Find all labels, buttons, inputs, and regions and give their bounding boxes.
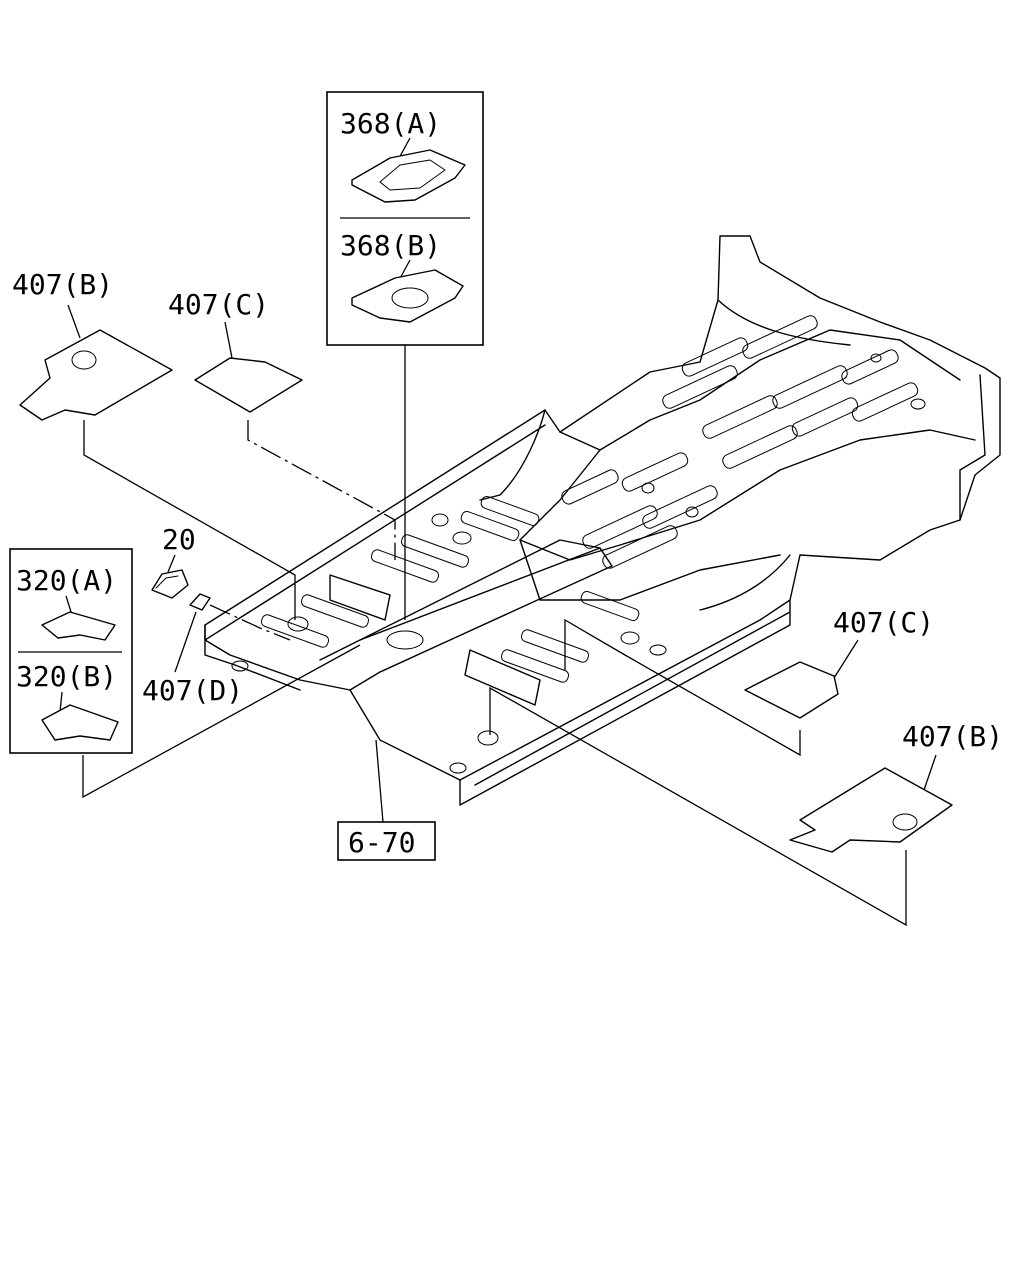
- part-group-20-407d: 20 407(D): [142, 523, 291, 707]
- part-407b-left-pad: [19, 329, 173, 421]
- ref-box: [337, 821, 436, 861]
- part-368a-pad: [351, 149, 466, 203]
- part-407c-left-pad: [194, 357, 303, 413]
- inset-box-368: 368(A) 368(B): [326, 91, 484, 620]
- part-320a-pad: [41, 611, 116, 641]
- ref-6-70-label: 6-70: [348, 826, 415, 859]
- label-368a: 368(A): [340, 107, 441, 140]
- label-368b: 368(B): [340, 229, 441, 262]
- part-group-407b-left: 407(B): [12, 268, 296, 620]
- label-407b-right: 407(B): [902, 720, 1003, 753]
- part-407b-right-pad: [789, 767, 953, 853]
- label-320a: 320(A): [16, 564, 117, 597]
- label-20: 20: [162, 523, 196, 556]
- part-320b-pad: [41, 704, 119, 741]
- ref-6-70-group: 6-70: [337, 739, 436, 861]
- inset-box-320: 320(A) 320(B): [9, 548, 361, 799]
- part-368b-pad: [351, 269, 464, 323]
- part-group-407b-right: 407(B): [489, 686, 1003, 927]
- part-group-407c-left: 407(C): [168, 288, 396, 560]
- label-407b-left: 407(B): [12, 268, 113, 301]
- part-group-407c-right: 407(C): [564, 606, 934, 757]
- floor-panel-assembly: [204, 235, 1001, 806]
- label-407c-right: 407(C): [833, 606, 934, 639]
- label-407c-left: 407(C): [168, 288, 269, 321]
- part-407d-plug: [189, 593, 211, 611]
- part-20-clip: [151, 569, 189, 599]
- part-407c-right-pad: [744, 661, 839, 719]
- label-320b: 320(B): [16, 660, 117, 693]
- label-407d: 407(D): [142, 674, 243, 707]
